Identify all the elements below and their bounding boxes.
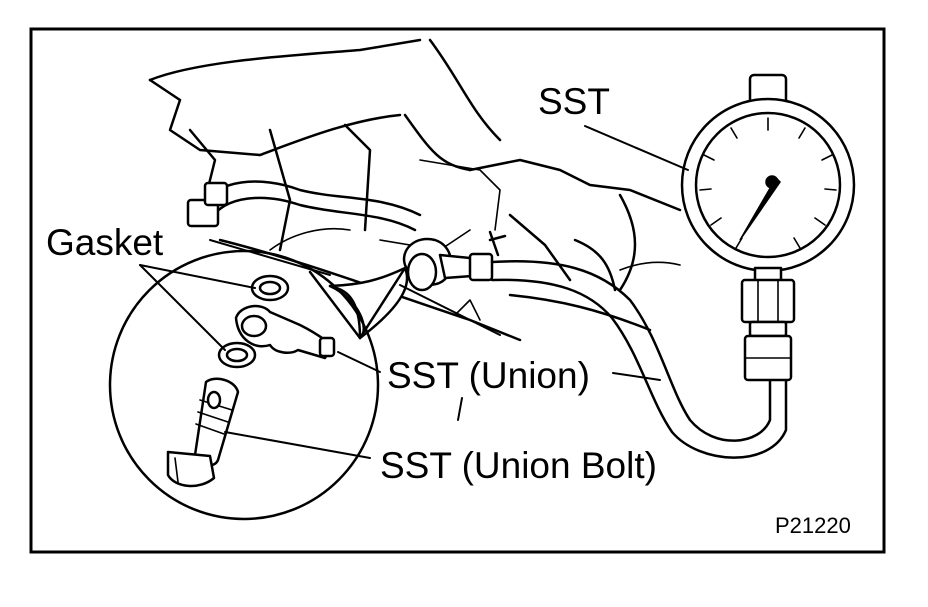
figure-code: P21220 [775, 513, 851, 538]
figure-frame [29, 27, 886, 554]
label-gasket: Gasket [46, 222, 164, 263]
engine-block-illustration [148, 38, 682, 342]
gauge-ticks [699, 117, 837, 249]
label-sst-gauge: SST [538, 81, 610, 122]
gauge-hose [490, 260, 788, 459]
detail-parts [166, 274, 336, 488]
pressure-gauge [680, 73, 856, 382]
label-sst-union-bolt: SST (Union Bolt) [380, 445, 657, 486]
label-sst-union: SST (Union) [387, 355, 590, 396]
leader-lines [139, 125, 689, 459]
installed-union-fitting [402, 230, 507, 292]
detail-callout [108, 249, 409, 521]
